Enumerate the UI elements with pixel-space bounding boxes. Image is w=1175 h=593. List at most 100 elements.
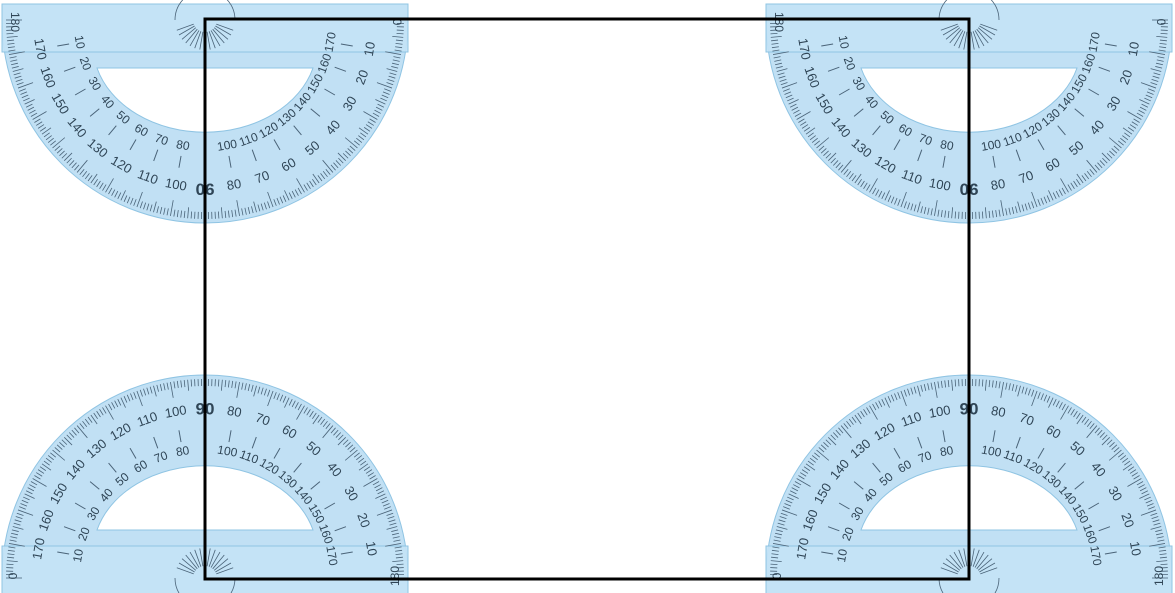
degree-tick [236,200,240,217]
degree-tick [21,499,29,504]
degree-tick [146,203,150,211]
reference-tick [853,481,864,490]
degree-tick [1155,66,1163,69]
degree-tick [224,380,227,388]
degree-tick [123,396,128,403]
reference-tick [942,430,946,443]
center-fan-tick [213,27,229,40]
degree-tick [771,549,779,552]
degree-tick [1005,208,1008,216]
reference-tick [293,125,302,136]
degree-tick [1139,487,1147,492]
degree-tick [988,210,991,218]
reference-tick [74,502,86,510]
degree-tick [14,519,22,523]
reference-tick [89,481,100,490]
degree-tick [120,397,126,408]
center-fan-tick [210,551,221,568]
reference-tick [228,155,232,168]
degree-tick [386,82,394,86]
degree-tick [382,503,390,507]
degree-tick [881,192,886,200]
degree-tick [1043,394,1048,402]
degree-tick [823,441,829,448]
degree-tick [284,397,290,408]
degree-tick [781,82,798,89]
reference-tick [324,502,336,510]
degree-tick [793,109,800,114]
degree-tick [9,56,17,59]
degree-tick [1048,397,1054,408]
degree-tick [50,140,57,146]
degree-tick [19,506,26,510]
reference-tick [1104,43,1117,47]
degree-tick [13,522,21,526]
degree-tick [68,432,75,438]
degree-tick [365,469,373,474]
degree-tick [20,503,28,507]
degree-tick [887,195,892,202]
degree-tick [251,384,254,392]
base-end-label-right: 0 [390,19,404,26]
degree-tick [146,387,150,395]
degree-tick [380,496,387,501]
degree-tick [951,379,954,391]
reference-tick [251,436,257,449]
outer-scale-label: 160 [37,64,59,90]
degree-tick [800,472,807,477]
degree-tick [19,88,26,92]
degree-tick [776,526,788,530]
degree-tick [41,463,52,471]
center-fan-tick [976,554,989,570]
degree-tick [814,452,821,458]
degree-tick [830,157,836,164]
inner-scale-label: 160 [314,51,334,75]
outer-scale-label: 170 [793,537,812,561]
degree-tick [170,381,174,398]
degree-tick [1108,137,1122,149]
degree-tick [809,457,816,463]
degree-tick [234,381,237,389]
center-fan-tick [949,28,962,44]
degree-tick [1011,206,1015,214]
degree-tick [344,449,358,461]
base-end-label-right: 180 [1152,566,1166,586]
degree-tick [818,145,825,151]
reference-tick [57,551,70,555]
degree-tick [84,418,90,425]
degree-tick [1155,532,1163,536]
degree-tick [1058,402,1063,409]
degree-tick [45,135,52,141]
degree-tick [388,75,396,79]
degree-tick [322,159,334,173]
degree-tick [133,199,137,206]
degree-tick [71,162,77,169]
degree-tick [1109,150,1115,157]
degree-tick [1129,469,1137,474]
degree-tick [54,145,61,151]
degree-tick [102,407,107,414]
degree-tick [12,68,24,72]
degree-tick [1117,452,1124,458]
degree-tick [828,437,837,446]
degree-tick [923,384,927,392]
degree-tick [1031,389,1035,397]
degree-tick [312,178,317,186]
degree-tick [828,152,837,161]
degree-tick [1106,439,1113,445]
degree-tick [253,201,257,213]
degree-tick [130,393,134,401]
degree-tick [90,414,98,425]
degree-tick [825,153,832,159]
center-fan-tick [178,25,195,36]
inner-scale-label: 60 [896,121,915,140]
degree-tick [231,210,234,218]
degree-tick [783,88,790,92]
degree-tick [1011,384,1015,392]
degree-tick [1076,414,1084,425]
degree-tick [32,478,47,487]
degree-tick [1159,553,1167,555]
degree-tick [835,429,841,436]
degree-tick [788,493,799,499]
degree-tick [43,132,50,138]
